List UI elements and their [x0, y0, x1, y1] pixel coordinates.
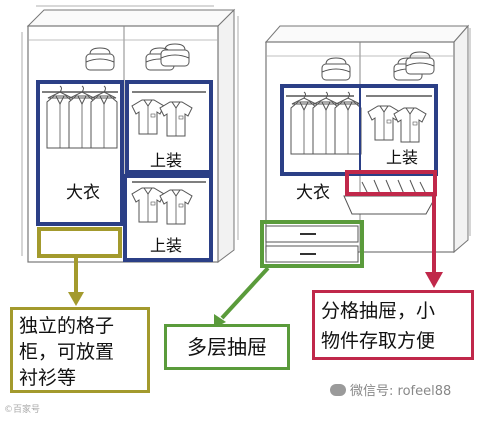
compartment-drawer-callout-line-1: 分格抽屉，小: [321, 300, 436, 322]
coat-section-highlight: [36, 80, 124, 226]
left-wardrobe: [21, 5, 239, 263]
cubby-highlight: [37, 227, 122, 258]
bottom-left-watermark: ©百家号: [4, 405, 41, 415]
lower-tops-highlight: [123, 174, 213, 262]
left-coat-label: 大衣: [66, 183, 100, 203]
cubby-callout-line-3: 衬衫等: [19, 367, 77, 389]
wechat-id-text: 微信号: rofeel88: [350, 384, 452, 399]
right-wardrobe: [260, 24, 471, 268]
wechat-watermark: 微信号: rofeel88: [330, 380, 451, 399]
cubby-callout-line-2: 柜，可放置: [19, 341, 115, 363]
layered-drawers-callout: 多层抽屉: [164, 324, 290, 370]
layered-drawers-highlight: [260, 220, 364, 268]
compartment-drawer-callout-line-2: 物件存取方便: [321, 330, 436, 352]
left-upper-tops-label: 上装: [150, 151, 183, 170]
cubby-callout: 独立的格子 柜，可放置 衬衫等: [10, 307, 150, 393]
left-lower-tops-label: 上装: [150, 236, 183, 255]
layered-drawers-callout-text: 多层抽屉: [187, 335, 267, 359]
right-coat-label: 大衣: [296, 183, 330, 203]
cubby-callout-line-1: 独立的格子: [19, 315, 115, 337]
green-connector: [220, 266, 270, 320]
compartment-drawer-highlight: [345, 170, 437, 196]
upper-tops-highlight: [125, 80, 213, 174]
compartment-drawer-callout: 分格抽屉，小 物件存取方便: [312, 290, 474, 360]
wechat-icon: [330, 383, 346, 396]
right-tops-label: 上装: [386, 148, 419, 167]
